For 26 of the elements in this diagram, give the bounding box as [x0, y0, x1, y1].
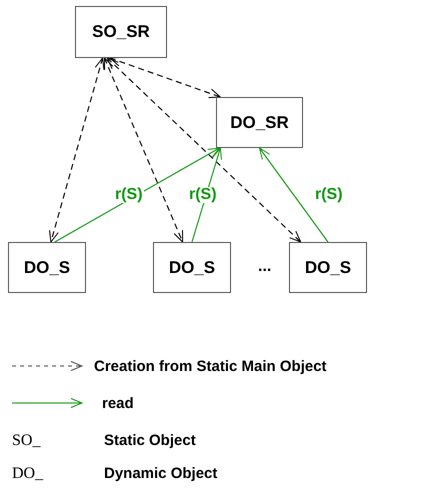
ellipsis-text: ... [258, 258, 272, 276]
object-box [75, 6, 167, 58]
prefix-meaning: Dynamic Object [104, 465, 218, 482]
box-label: SO_SR [92, 22, 150, 42]
box-label: DO_S [168, 258, 216, 278]
prefix-text: SO_ [12, 432, 40, 450]
legend-text: Creation from Static Main Object [94, 358, 327, 375]
arrow [104, 58, 184, 242]
object-box [153, 242, 231, 293]
edge-label: r(S) [314, 187, 344, 203]
arrow [54, 148, 220, 242]
arrow [259, 148, 328, 242]
object-box [289, 242, 367, 293]
arrow [109, 56, 221, 98]
box-label: DO_S [24, 258, 70, 278]
legend-text: read [102, 395, 134, 412]
box-label: DO_S [304, 258, 352, 278]
object-box [216, 97, 303, 148]
prefix-meaning: Static Object [104, 432, 196, 449]
prefix-text: DO_ [12, 465, 44, 483]
arrow [49, 58, 104, 242]
box-label: DO_SR [230, 112, 289, 132]
edge-label: r(S) [114, 187, 144, 203]
edge-label: r(S) [188, 187, 218, 203]
arrow [106, 58, 302, 242]
object-box [8, 242, 86, 293]
